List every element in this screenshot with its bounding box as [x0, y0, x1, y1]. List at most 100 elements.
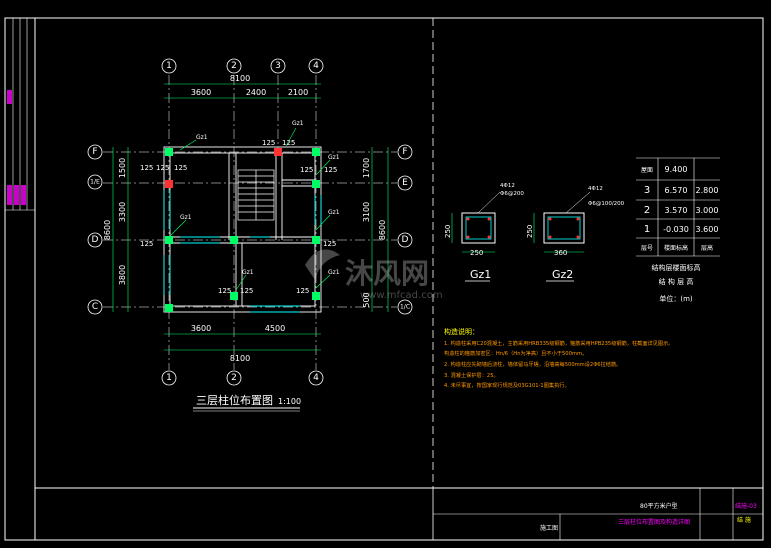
level-header-floor: 层号 — [641, 245, 653, 252]
dim-125: 125 — [240, 287, 253, 295]
watermark: 沐风网 www.mfcad.com — [305, 249, 443, 301]
dim-125: 125 — [140, 240, 153, 248]
axis-left-C: C — [92, 302, 98, 312]
dim-125: 125 — [156, 164, 169, 172]
dim-125: 125 — [262, 139, 275, 147]
notes-line-1: 1. 构造柱采用C20混凝土，主筋采用HRB335级钢筋，箍筋采用HPB235级… — [444, 339, 673, 347]
notes-line-2: 构造柱的箍筋加密区：Hn/6（Hn为净高）且不小于500mm。 — [444, 349, 587, 357]
notes: 构造说明： 1. 构造柱采用C20混凝土，主筋采用HRB335级钢筋，箍筋采用H… — [444, 327, 673, 389]
axis-left-F: F — [92, 147, 97, 157]
dim-right-part-1: 1700 — [362, 158, 371, 178]
dim-bottom-part-2: 4500 — [265, 324, 285, 333]
gz2-note-2: Φ6@100/200 — [588, 201, 625, 207]
dim-125: 125 — [218, 287, 231, 295]
notes-heading: 构造说明： — [444, 327, 479, 336]
gz2-label: Gz2 — [552, 268, 573, 281]
axis-bottom-1: 1 — [166, 373, 172, 383]
gz1-label: Gz1 — [470, 268, 491, 281]
notes-line-5: 4. 未尽事宜，按国家现行规范及03G101-1图集执行。 — [444, 381, 570, 389]
axis-bubbles — [87, 58, 413, 386]
floor-plan — [103, 75, 397, 370]
plan-gz-label: Gz1 — [196, 134, 208, 141]
dim-125: 125 — [300, 166, 313, 174]
gz2-height: 250 — [526, 225, 534, 238]
gz1-width: 250 — [470, 249, 483, 257]
dim-top-part-3: 2100 — [288, 88, 308, 97]
dim-125: 125 — [324, 166, 337, 174]
dim-right-part-3: 500 — [362, 292, 371, 307]
dim-bottom-part-1: 3600 — [191, 324, 211, 333]
axis-bottom-2: 2 — [231, 373, 237, 383]
plan-gz-label: Gz1 — [328, 154, 340, 161]
level-floor-1: 1 — [644, 224, 650, 235]
gz2-width: 360 — [554, 249, 567, 257]
dim-125: 125 — [323, 240, 336, 248]
dim-right-outer: 8600 — [378, 220, 387, 240]
level-elev-roof: 9.400 — [665, 165, 688, 174]
level-elev-2: 3.570 — [665, 206, 688, 215]
plan-gz-label: Gz1 — [328, 209, 340, 216]
plan-gz-label: Gz1 — [242, 269, 254, 276]
tb-stage: 施工图 — [540, 524, 558, 532]
level-header-elev: 楼面标高 — [664, 244, 688, 252]
axis-top-2: 2 — [231, 61, 237, 71]
dim-125: 125 — [140, 164, 153, 172]
level-header-height: 层高 — [701, 244, 713, 252]
plan-gz-label: Gz1 — [180, 214, 192, 221]
level-unit: 单位：(m) — [659, 294, 693, 303]
level-caption-1: 结构层楼面标高 — [652, 263, 701, 272]
level-height-3: 2.800 — [696, 186, 719, 195]
section-gz1 — [451, 191, 501, 253]
dimension-lines — [112, 83, 389, 351]
columns — [165, 148, 320, 312]
dim-top-part-1: 3600 — [191, 88, 211, 97]
dim-left-outer: 8600 — [103, 220, 112, 240]
axis-bottom-4: 4 — [313, 373, 319, 383]
dim-left-part-2: 3300 — [118, 202, 127, 222]
dim-right-part-2: 3100 — [362, 202, 371, 222]
plan-scale: 1:100 — [278, 397, 301, 406]
level-caption-2: 结 构 层 高 — [659, 277, 694, 286]
tb-project: 80平方米户型 — [640, 502, 678, 510]
dim-125: 125 — [296, 287, 309, 295]
level-floor-2: 2 — [644, 205, 650, 216]
level-elev-1: -0.030 — [663, 225, 689, 234]
level-table — [636, 157, 720, 257]
gz1-height: 250 — [444, 225, 452, 238]
level-floor-roof: 屋面 — [641, 167, 653, 174]
dim-left-part-3: 3800 — [118, 265, 127, 285]
dim-top-total: 8100 — [230, 74, 250, 83]
dim-125: 125 — [282, 139, 295, 147]
axis-right-1C: 1/C — [400, 304, 410, 311]
plan-title: 三层柱位布置图 — [196, 393, 273, 407]
section-gz2 — [533, 191, 591, 253]
axis-right-E: E — [402, 178, 408, 188]
tb-code1: 结施-03 — [735, 502, 757, 510]
axis-left-D: D — [92, 235, 99, 245]
gz1-note-1: 4Φ12 — [500, 183, 515, 189]
plan-gz-label: Gz1 — [328, 269, 340, 276]
dim-125: 125 — [174, 164, 187, 172]
notes-line-3: 2. 构造柱应先砌墙后浇柱，墙体留马牙槎，沿墙高每500mm设2Φ6拉结筋。 — [444, 360, 621, 368]
tb-code2: 结 施 — [737, 516, 751, 524]
axis-top-4: 4 — [313, 61, 319, 71]
notes-line-4: 3. 混凝土保护层：25。 — [444, 371, 499, 379]
level-height-2: 3.000 — [696, 206, 719, 215]
dim-top-part-2: 2400 — [246, 88, 266, 97]
dim-bottom-total: 8100 — [230, 354, 250, 363]
watermark-brand: 沐风网 — [345, 257, 429, 290]
gz1-note-2: Φ6@200 — [500, 191, 524, 197]
level-floor-3: 3 — [644, 185, 650, 196]
level-elev-3: 6.570 — [665, 186, 688, 195]
tb-drawing: 三层柱位布置图及构造详图 — [618, 518, 690, 526]
axis-left-1E: 1/E — [90, 179, 100, 186]
axis-top-3: 3 — [275, 61, 281, 71]
stair — [237, 169, 275, 221]
gz2-note-1: 4Φ12 — [588, 186, 603, 192]
axis-top-1: 1 — [166, 61, 172, 71]
level-height-1: 3.600 — [696, 225, 719, 234]
axis-right-D: D — [402, 235, 409, 245]
watermark-url: www.mfcad.com — [360, 290, 443, 301]
dim-left-part-1: 1500 — [118, 158, 127, 178]
